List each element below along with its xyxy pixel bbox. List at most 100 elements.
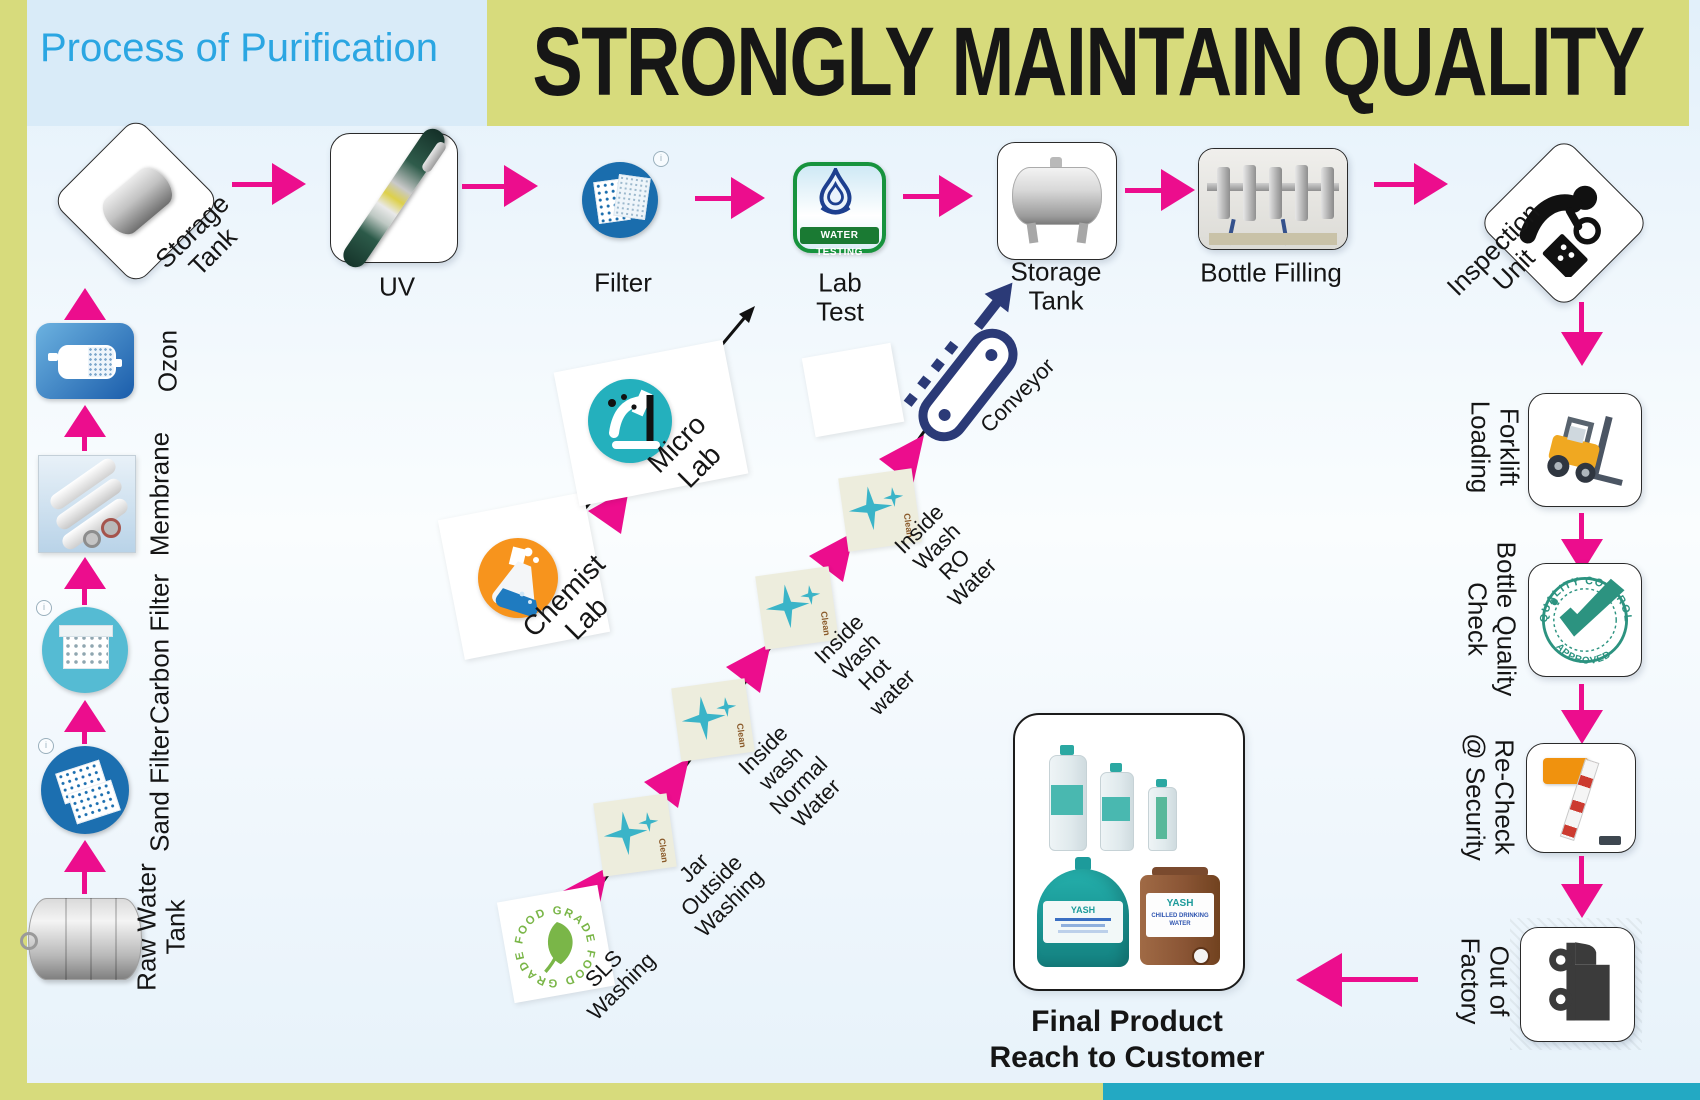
clean-badge-text: Clean bbox=[902, 513, 915, 539]
label-uv: UV bbox=[378, 271, 416, 302]
dispenser-label: YASH CHILLED DRINKING WATER bbox=[1146, 893, 1214, 937]
label-lab-test: Lab Test bbox=[816, 267, 864, 327]
down-arrowhead bbox=[1561, 332, 1603, 366]
final-product-subtitle: Reach to Customer bbox=[989, 1041, 1265, 1075]
up-arrow-shaft bbox=[82, 589, 87, 605]
raw-water-tank-image bbox=[20, 898, 142, 980]
ozon-tank-stub bbox=[112, 359, 122, 367]
bottom-band-teal bbox=[1103, 1083, 1700, 1100]
clean-sparkle-icon: Clean bbox=[848, 486, 915, 539]
ozon-tank-body bbox=[58, 345, 116, 379]
clean-station-ro-water: Clean bbox=[838, 468, 922, 552]
machine-nozzle bbox=[1243, 165, 1256, 221]
info-icon: i bbox=[653, 151, 669, 167]
filter-plate bbox=[613, 173, 651, 221]
food-grade-logo: FOOD GRADE FOOD GRADE bbox=[513, 905, 594, 989]
page-subtitle: Process of Purification bbox=[40, 26, 438, 70]
clean-badge-text: Clean bbox=[819, 611, 832, 637]
clean-station-hot-water: Clean bbox=[755, 566, 839, 650]
uv-image-card bbox=[330, 124, 458, 272]
quality-approved-seal: QUALITY CONTROL APPROVED bbox=[1538, 575, 1633, 667]
left-arrow-shaft bbox=[1340, 977, 1418, 982]
flask-icon bbox=[492, 546, 539, 617]
carbon-box-lid bbox=[59, 625, 113, 637]
label-out-of-factory: Out of Factory bbox=[1455, 937, 1515, 1025]
water-bottle-medium bbox=[1100, 763, 1134, 851]
up-arrowhead bbox=[64, 840, 106, 872]
membrane-image bbox=[38, 455, 136, 553]
page-title: STRONGLY MAINTAIN QUALITY bbox=[532, 6, 1645, 118]
down-arrow-shaft bbox=[1579, 856, 1584, 884]
right-arrow-shaft bbox=[1374, 182, 1414, 187]
dispenser-product-text: CHILLED DRINKING WATER bbox=[1151, 913, 1209, 927]
water-testing-banner: WATER TESTING bbox=[800, 227, 879, 258]
svg-text:APPROVED: APPROVED bbox=[1553, 642, 1613, 667]
lab-line-arrowhead bbox=[739, 306, 755, 323]
label-filter: Filter bbox=[594, 267, 652, 298]
microscope-icon bbox=[608, 389, 660, 449]
out-of-factory-card bbox=[1520, 927, 1635, 1042]
sand-filter-icon bbox=[41, 746, 129, 834]
right-arrow-shaft bbox=[232, 182, 272, 187]
left-arrowhead bbox=[1296, 953, 1342, 1007]
quality-check-card: QUALITY CONTROL APPROVED bbox=[1528, 563, 1642, 677]
inspector-icon bbox=[1519, 185, 1601, 277]
right-arrow-shaft bbox=[903, 194, 939, 199]
right-arrowhead bbox=[272, 163, 306, 205]
right-arrow-shaft bbox=[695, 196, 731, 201]
bottle-label bbox=[1102, 797, 1130, 821]
uv-lamp bbox=[338, 124, 450, 272]
storage-tank-2-leg bbox=[1026, 222, 1039, 244]
down-arrow-shaft bbox=[1579, 513, 1584, 539]
bottle-cap bbox=[1110, 763, 1122, 772]
label-membrane: Membrane bbox=[144, 431, 175, 557]
bottle-cap bbox=[1060, 745, 1074, 755]
machine-nozzle bbox=[1295, 165, 1308, 221]
machine-nozzle bbox=[1217, 167, 1230, 219]
info-icon: i bbox=[36, 600, 52, 616]
final-product-box: YASH YASH CHILLED DRINKING WATER bbox=[1013, 713, 1245, 991]
ozon-tank-mesh bbox=[88, 347, 114, 377]
up-arrow-shaft bbox=[82, 437, 87, 451]
left-border-band bbox=[0, 0, 27, 1100]
right-arrow-shaft bbox=[1125, 188, 1161, 193]
wash-arrowhead bbox=[879, 435, 924, 485]
bottle-label bbox=[1051, 785, 1083, 815]
truck-icon bbox=[1549, 942, 1610, 1021]
label-bottle-filling: Bottle Filling bbox=[1200, 257, 1342, 288]
dispenser-spigot bbox=[1192, 947, 1210, 965]
water-bottle-small bbox=[1148, 779, 1177, 851]
right-arrowhead bbox=[1161, 169, 1195, 211]
wash-arrowhead bbox=[644, 758, 689, 808]
down-arrow-shaft bbox=[1579, 302, 1584, 332]
water-drop-icon bbox=[819, 168, 852, 215]
micro-lab-icon bbox=[588, 379, 672, 463]
conveyor-foot-card bbox=[801, 342, 905, 438]
up-arrow-shaft bbox=[82, 732, 87, 744]
right-arrowhead bbox=[731, 177, 765, 219]
bottom-band-yellow bbox=[0, 1083, 1103, 1100]
storage-tank-2-body bbox=[1012, 167, 1102, 225]
down-arrow-shaft bbox=[1579, 684, 1584, 710]
jar-label-line bbox=[1055, 918, 1111, 921]
dispenser-brand-text: YASH bbox=[1166, 898, 1194, 909]
up-arrowhead bbox=[64, 405, 106, 437]
chemist-lab-icon bbox=[478, 538, 558, 618]
down-arrowhead bbox=[1561, 884, 1603, 918]
water-bottle-large bbox=[1049, 745, 1087, 851]
lab-test-icon: WATER TESTING bbox=[793, 162, 886, 258]
machine-tray bbox=[1209, 233, 1337, 245]
machine-nozzle bbox=[1269, 167, 1282, 219]
storage-tank-1-image bbox=[95, 161, 180, 241]
bottle-label bbox=[1156, 797, 1167, 839]
forklift-image-card bbox=[1528, 393, 1642, 507]
right-arrow-shaft bbox=[462, 184, 504, 189]
ozon-icon bbox=[36, 323, 134, 399]
carbon-filter-icon bbox=[42, 607, 128, 693]
barrier-foot bbox=[1599, 836, 1621, 845]
page-title-text: STRONGLY MAINTAIN QUALITY bbox=[532, 7, 1645, 116]
lab-arrowhead bbox=[588, 488, 629, 534]
info-icon: i bbox=[38, 738, 54, 754]
right-arrowhead bbox=[504, 165, 538, 207]
